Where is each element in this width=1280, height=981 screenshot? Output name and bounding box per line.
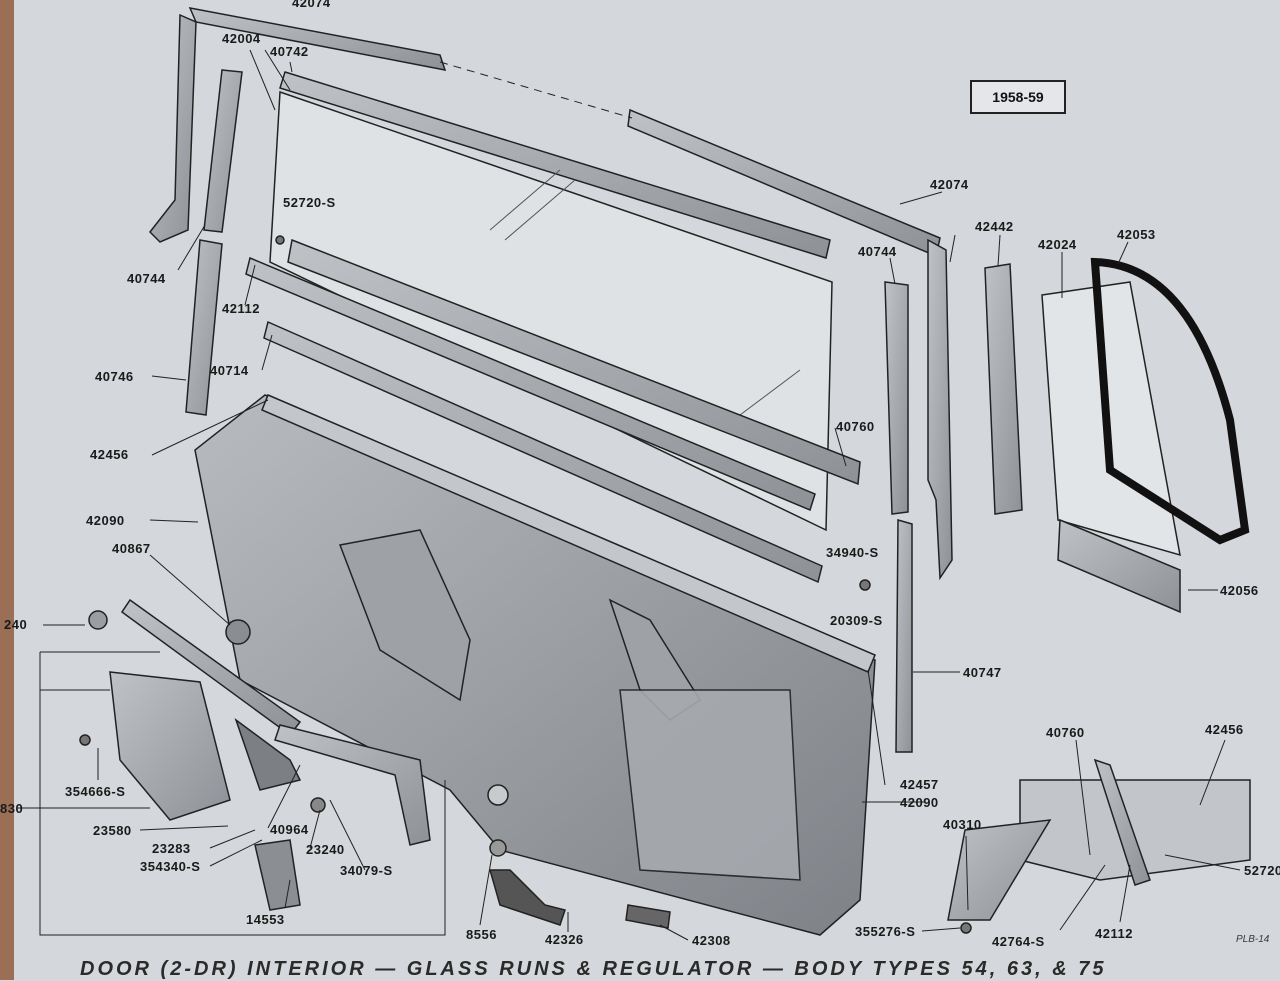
part-label-830: 830 <box>0 801 24 816</box>
year-range-label: 1958-59 <box>970 80 1066 114</box>
part-label-354666-s: 354666-S <box>65 784 126 799</box>
door-inner-panel <box>194 394 876 936</box>
right-glass-channels <box>884 238 953 753</box>
part-label-42326: 42326 <box>545 932 584 947</box>
part-label-23240: 23240 <box>306 842 345 857</box>
part-label-42112: 42112 <box>222 301 260 316</box>
part-label-40867: 40867 <box>112 541 151 556</box>
left-glass-channels <box>149 13 243 416</box>
part-label-40744-right: 40744 <box>858 244 897 259</box>
part-label-40742: 40742 <box>270 44 309 59</box>
leader-lines <box>18 49 1241 941</box>
part-label-42456-inset: 42456 <box>1205 722 1244 737</box>
part-label-240: 240 <box>4 617 28 632</box>
part-label-42074-top: 42074 <box>292 0 331 10</box>
small-parts <box>79 235 972 934</box>
part-label-42024: 42024 <box>1038 237 1077 252</box>
part-label-42442: 42442 <box>975 219 1014 234</box>
diagram-caption: DOOR (2-DR) INTERIOR — GLASS RUNS & REGU… <box>80 958 1107 980</box>
window-frame-top-rail <box>188 7 941 259</box>
part-label-42053: 42053 <box>1117 227 1156 242</box>
plate-code: PLB-14 <box>1236 934 1270 945</box>
door-glass <box>269 90 833 532</box>
glass-lower-channels <box>245 238 861 584</box>
part-label-34940-s: 34940-S <box>826 545 879 560</box>
finger-edge <box>0 0 14 980</box>
part-label-40746: 40746 <box>95 369 134 384</box>
part-label-40760: 40760 <box>836 419 875 434</box>
part-label-40310: 40310 <box>943 817 982 832</box>
part-label-14553: 14553 <box>246 912 285 927</box>
part-label-52720-s: 52720-S <box>283 195 336 210</box>
part-label-52720-inset: 52720 <box>1244 863 1280 878</box>
window-regulator <box>88 598 431 846</box>
part-label-23580: 23580 <box>93 823 132 838</box>
part-label-42456: 42456 <box>90 447 129 462</box>
vent-assembly <box>984 257 1250 614</box>
part-label-34079-s: 34079-S <box>340 863 393 878</box>
part-label-42056: 42056 <box>1220 583 1259 598</box>
part-label-40714: 40714 <box>210 363 249 378</box>
part-label-40760-inset: 40760 <box>1046 725 1085 740</box>
part-label-355276-s: 355276-S <box>855 924 916 939</box>
part-label-8556: 8556 <box>466 927 497 942</box>
part-label-42090: 42090 <box>86 513 125 528</box>
part-label-40744-left: 40744 <box>127 271 166 286</box>
part-label-42764-s: 42764-S <box>992 934 1045 949</box>
part-label-20309-s: 20309-S <box>830 613 883 628</box>
inset-detail <box>947 758 1251 921</box>
part-label-354340-s: 354340-S <box>140 859 201 874</box>
part-label-40964: 40964 <box>270 822 309 837</box>
part-label-42004: 42004 <box>222 31 261 46</box>
part-label-23283: 23283 <box>152 841 191 856</box>
part-label-42090-lower: 42090 <box>900 795 939 810</box>
part-label-42112-inset: 42112 <box>1095 926 1133 941</box>
part-label-42074: 42074 <box>930 177 969 192</box>
part-label-42457: 42457 <box>900 777 939 792</box>
part-label-42308: 42308 <box>692 933 731 948</box>
part-label-40747: 40747 <box>963 665 1002 680</box>
